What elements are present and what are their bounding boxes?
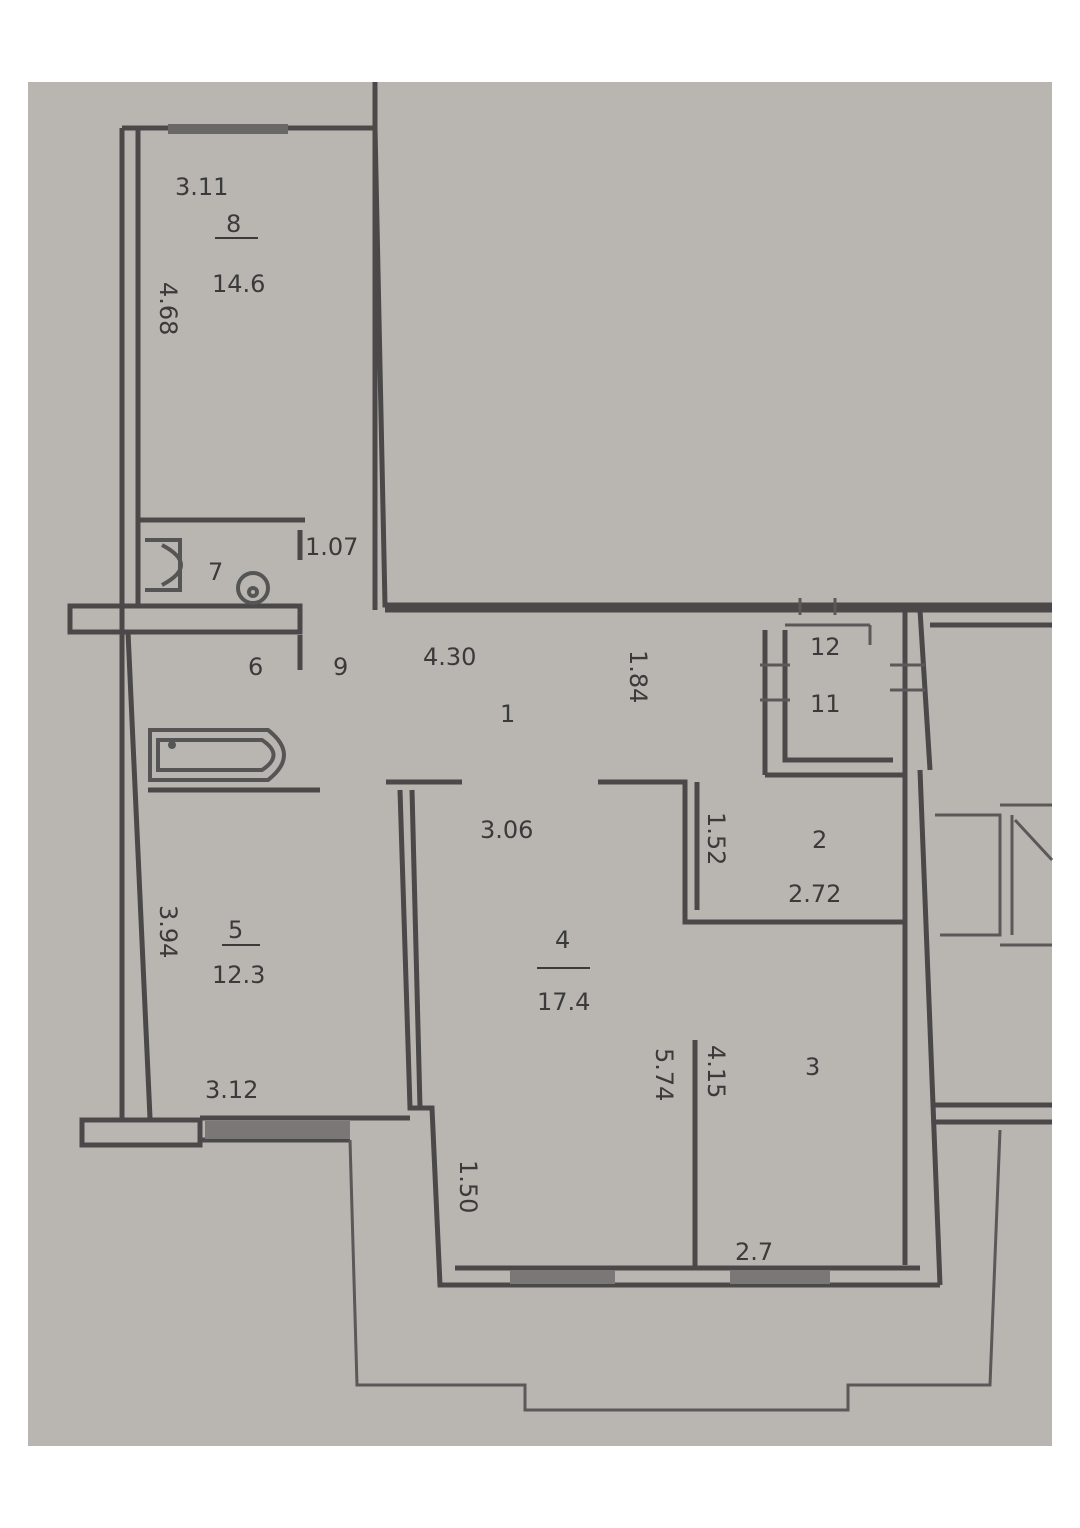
room-5-width: 3.12 [205,1076,258,1104]
room-12-number: 12 [810,633,841,661]
room-5-length: 3.94 [154,905,182,958]
room-5-area: 12.3 [212,961,265,989]
room-8-area: 14.6 [212,270,265,298]
room-4-dim-d: 4.15 [702,1045,730,1098]
room-9-number: 9 [333,653,348,681]
room-2-dim: 1.52 [702,812,730,865]
room-4-dim-b: 1.50 [454,1160,482,1213]
room-1-number: 1 [500,700,515,728]
room-7-number: 7 [208,558,223,586]
room-4-area: 17.4 [537,988,590,1016]
walls [67,82,1054,1412]
room-3-number: 3 [805,1053,820,1081]
room-4-dim-c: 5.74 [650,1048,678,1101]
room-8-number: 8 [226,210,241,238]
room-8-width: 3.11 [175,173,228,201]
room-8-length: 4.68 [154,282,182,335]
room-4-number: 4 [555,926,570,954]
corridor-width: 1.07 [305,533,358,561]
room-1-dim-b: 1.84 [624,650,652,703]
plan-background [28,82,1052,1446]
bathtub-icon [148,728,286,782]
room-4-dim-a: 3.06 [480,816,533,844]
toilet-icon [145,538,183,592]
room-1-dim-a: 4.30 [423,643,476,671]
room-3-dim: 2.7 [735,1238,773,1266]
room-11-number: 11 [810,690,841,718]
room-6-number: 6 [248,653,263,681]
sink-icon [236,571,270,605]
room-5-number: 5 [228,916,243,944]
room-2-number: 2 [812,826,827,854]
room-2-area: 2.72 [788,880,841,908]
